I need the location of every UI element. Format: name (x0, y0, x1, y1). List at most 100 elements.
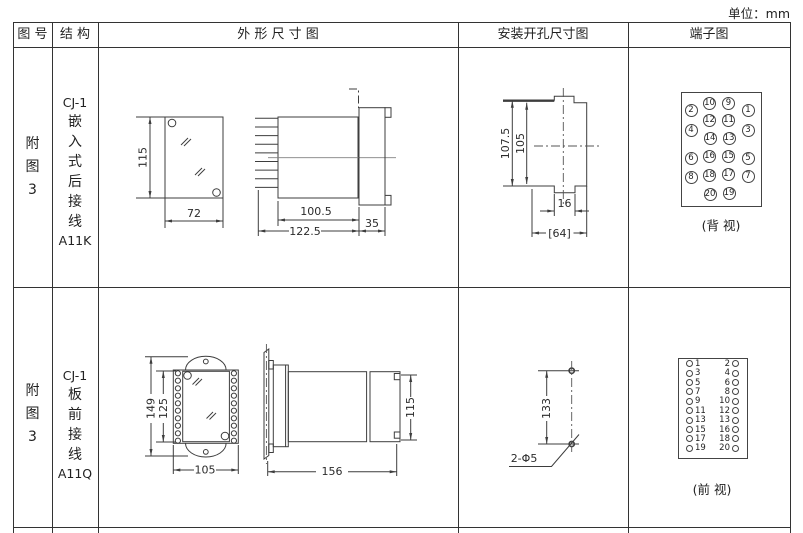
dim-flange-depth: 35 (365, 217, 379, 230)
terminal-row: 9 10 (679, 397, 747, 406)
terminal-pin: 17 (722, 168, 735, 181)
header-col-figure-no: 图 号 (17, 27, 48, 42)
structure-model: CJ-1 (62, 94, 88, 110)
terminal-hole (732, 435, 739, 443)
header-col-structure: 结 构 (59, 27, 91, 42)
grid-line-row-divider (13, 287, 790, 288)
row1-front-view (136, 116, 224, 228)
terminal-hole (685, 435, 693, 443)
row2-terminal-strip-circles (174, 370, 237, 444)
terminal-row: 19 20 (679, 444, 747, 453)
figure-char: 图 (25, 159, 40, 175)
structure-char: 接 (68, 194, 82, 210)
header-col-terminal: 端子图 (689, 27, 729, 42)
terminal-number: 13 (695, 415, 706, 426)
terminal-hole (685, 360, 693, 368)
figure-char: 3 (28, 429, 37, 445)
terminal-number: 13 (719, 415, 730, 426)
terminal-pin: 16 (703, 150, 716, 163)
row1-structure: CJ-1 嵌 入 式 后 接 线 A11K (52, 47, 98, 287)
row2-mounting-arrowheads (545, 370, 549, 444)
dim-hole-spacing: 133 (540, 398, 553, 419)
structure-char: 线 (68, 214, 82, 230)
row1-mounting-drawing: 107.5 105 16 [64] (499, 88, 599, 240)
structure-char: 嵌 (68, 114, 82, 130)
terminal-pin: 18 (703, 168, 716, 182)
structure-char: 后 (68, 174, 82, 190)
figure-char: 附 (25, 383, 40, 399)
dim-total-depth: 156 (322, 465, 343, 478)
header-col-mounting-dims: 安装开孔尺寸图 (497, 27, 589, 42)
terminal-row: 3 4 (679, 369, 747, 378)
terminal-pin: 14 (703, 132, 717, 145)
row1-outline-drawing: 115 72 100.5 122.5 35 (136, 88, 396, 238)
row1-terminal-diagram: 2 10 9 1 12 11 4 3 14 13 16 15 6 5 18 17… (681, 92, 762, 207)
structure-char: 线 (68, 447, 82, 463)
row2-figure-no: 附 图 3 (13, 287, 52, 527)
grid-line-top (13, 22, 790, 23)
dim-width: 105 (195, 464, 216, 477)
terminal-hole (732, 416, 739, 424)
figure-char: 图 (25, 406, 40, 422)
row2-structure: CJ-1 板 前 接 线 A11Q (52, 287, 98, 527)
dim-inner-height: 125 (157, 398, 170, 419)
terminal-hole (685, 426, 693, 433)
grid-line-row2-bottom (13, 527, 790, 528)
terminal-pin: 2 (684, 104, 698, 117)
row1-cutout-outline (503, 88, 599, 237)
grid-vline-2 (98, 22, 99, 533)
unit-label: 单位：mm (728, 6, 790, 21)
dim-cutout-height-inner: 105 (514, 133, 527, 154)
dim-cutout-width: [64] (548, 227, 571, 240)
row2-outline-drawing: 149 125 105 156 115 (145, 344, 417, 478)
terminal-hole (685, 416, 693, 424)
terminal-pin: 1 (741, 104, 755, 117)
terminal-pin: 19 (722, 187, 736, 200)
terminal-number: 11 (695, 405, 706, 416)
terminal-pin: 6 (684, 152, 698, 165)
grid-vline-1 (52, 22, 53, 533)
row2-side-view (263, 344, 417, 476)
terminal-hole (732, 397, 739, 405)
structure-char: 前 (68, 407, 82, 423)
terminal-number: 2 (724, 358, 730, 369)
grid-vline-left (13, 22, 14, 533)
dim-notch-width: 16 (558, 197, 572, 210)
structure-code: A11Q (57, 466, 93, 481)
terminal-number: 16 (719, 424, 730, 435)
row1-terminal-caption: (背 视) (701, 218, 741, 233)
terminal-number: 20 (719, 443, 730, 454)
terminal-pin: 4 (684, 124, 698, 137)
row1-mounting-arrowheads (510, 100, 587, 235)
row2-mounting-drawing: 133 2-Φ5 (509, 361, 580, 467)
grid-vline-right (790, 22, 791, 533)
terminal-number: 17 (695, 433, 706, 444)
terminal-hole (685, 397, 693, 405)
terminal-number: 5 (695, 377, 701, 388)
terminal-number: 10 (719, 396, 730, 407)
terminal-pin: 10 (703, 96, 716, 110)
terminal-hole (732, 407, 739, 415)
terminal-hole (732, 426, 739, 433)
terminal-pin: 5 (741, 151, 755, 165)
structure-model: CJ-1 (62, 367, 88, 383)
terminal-pin: 13 (722, 132, 736, 145)
terminal-pin: 7 (741, 170, 755, 183)
terminal-pin: 3 (741, 124, 755, 137)
row2-mounting-lines (509, 361, 580, 467)
dim-front-width: 72 (187, 207, 201, 220)
terminal-number: 12 (719, 405, 730, 416)
terminal-number: 1 (695, 358, 701, 369)
terminal-pin: 20 (703, 187, 717, 201)
terminal-row: 11 12 (679, 405, 747, 416)
structure-char: 接 (68, 427, 82, 443)
dim-body-depth: 100.5 (300, 205, 332, 218)
label-hole-callout: 2-Φ5 (511, 452, 538, 465)
dim-cutout-height-outer: 107.5 (499, 128, 512, 160)
row2-terminal-diagram: 1 2 3 4 5 6 7 8 9 10 (678, 358, 748, 459)
terminal-row: 7 8 (679, 387, 747, 397)
dim-outer-height: 149 (145, 398, 158, 419)
terminal-row: 15 16 (679, 424, 747, 435)
terminal-row: 5 6 (679, 377, 747, 388)
terminal-number: 18 (719, 433, 730, 444)
